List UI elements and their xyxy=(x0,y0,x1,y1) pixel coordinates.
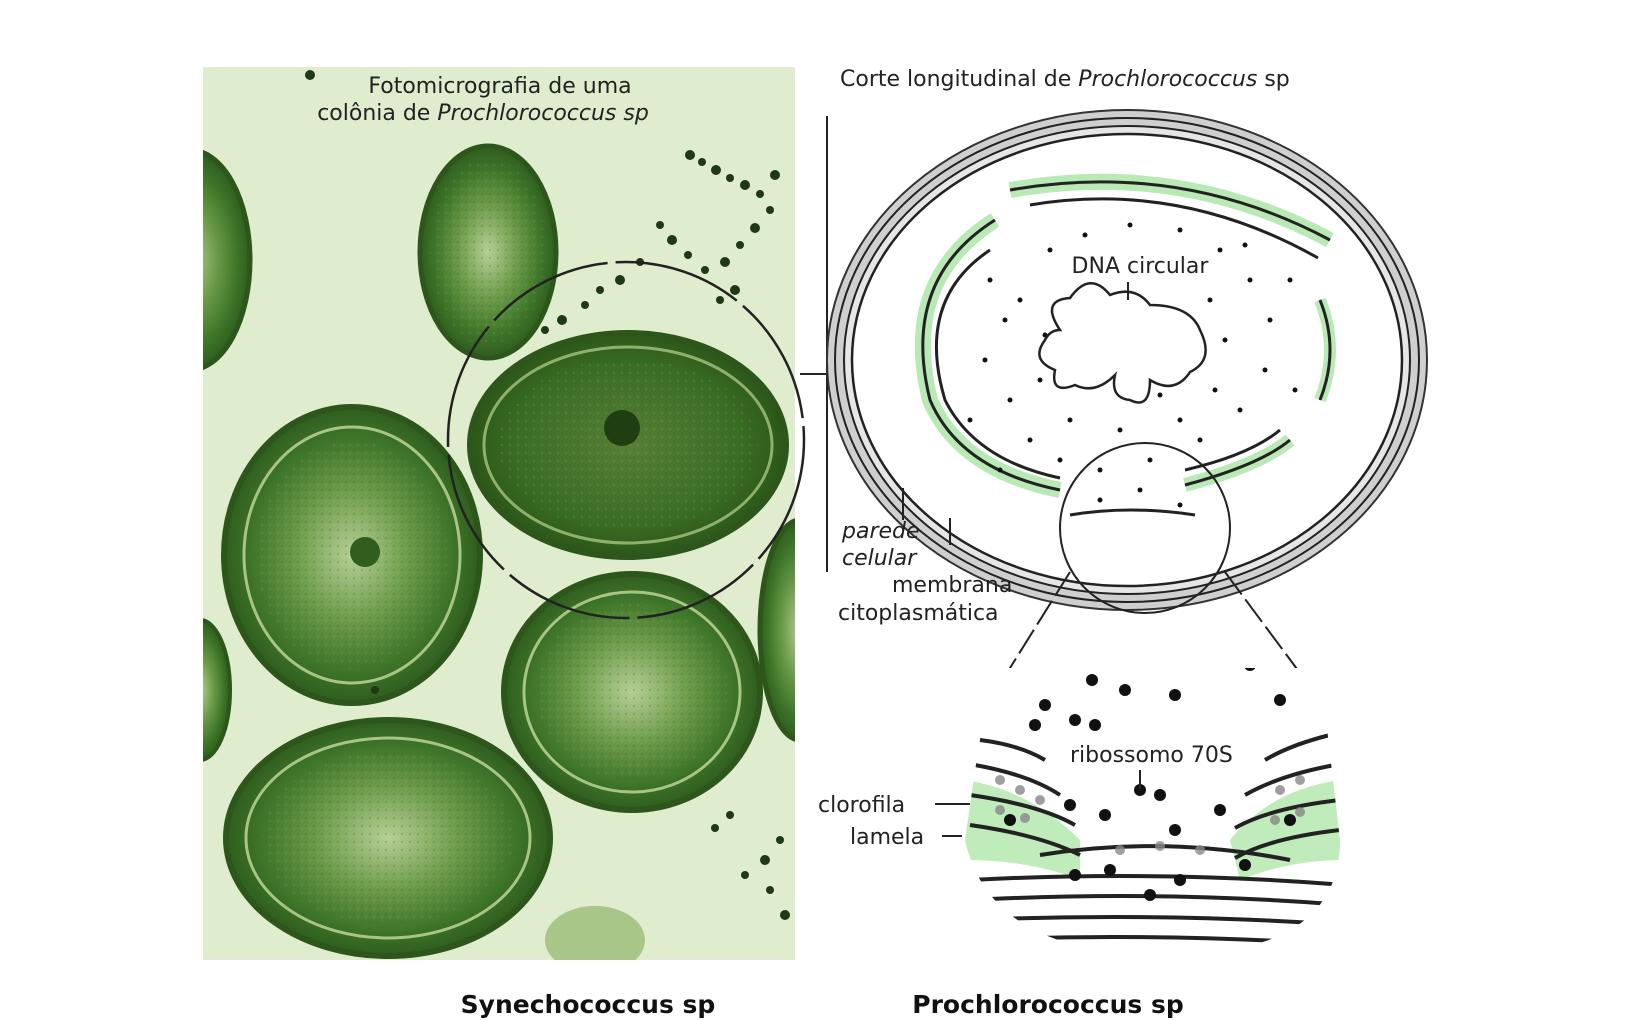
section-title: Corte longitudinal de Prochlorococcus sp xyxy=(840,67,1290,92)
section-bracket xyxy=(800,116,828,572)
label-membrane-line1: membrana xyxy=(892,573,1012,598)
label-chlorophyll: clorofila xyxy=(818,793,905,818)
bacterium-cell xyxy=(203,618,232,762)
label-lamella: lamela xyxy=(850,825,924,850)
micrograph-panel: Fotomicrografia de uma colônia de Prochl… xyxy=(203,67,806,960)
bacterium-cell xyxy=(501,571,763,813)
bacterium-cell xyxy=(417,143,559,361)
label-ribosome-70s: ribossomo 70S xyxy=(1070,743,1233,768)
wall-membrane-leaders xyxy=(902,488,951,545)
photosynthetic-lamellae xyxy=(914,173,1336,517)
caption-synechococcus: Synechococcus sp xyxy=(461,990,716,1019)
bacterium-cell xyxy=(223,717,553,959)
zoomed-detail xyxy=(965,668,1340,955)
bacterium-cell xyxy=(203,149,253,371)
label-cell-wall-line2: celular xyxy=(842,546,918,571)
debris-particles xyxy=(305,70,790,920)
circular-dna xyxy=(1038,282,1207,404)
detail-selection-circle xyxy=(1059,442,1231,614)
cell-section: DNA circular xyxy=(826,109,1428,611)
ribosome-dots xyxy=(967,222,1298,508)
bacterium-cell xyxy=(467,330,789,560)
bacterium-cell xyxy=(545,906,645,960)
micrograph-title-line1: Fotomicrografia de uma xyxy=(368,74,631,99)
bacterium-cell xyxy=(757,518,795,742)
label-dna-circular: DNA circular xyxy=(1072,254,1210,279)
label-cell-wall-line1: parede xyxy=(841,519,920,544)
section-panel: Corte longitudinal de Prochlorococcus sp xyxy=(818,67,1428,955)
bacterium-cell xyxy=(221,404,483,706)
label-membrane-line2: citoplasmática xyxy=(838,601,999,626)
micrograph-title-line2: colônia de Prochlorococcus sp xyxy=(317,101,649,126)
caption-prochlorococcus: Prochlorococcus sp xyxy=(912,990,1183,1019)
zoom-selection-circle xyxy=(446,260,806,620)
